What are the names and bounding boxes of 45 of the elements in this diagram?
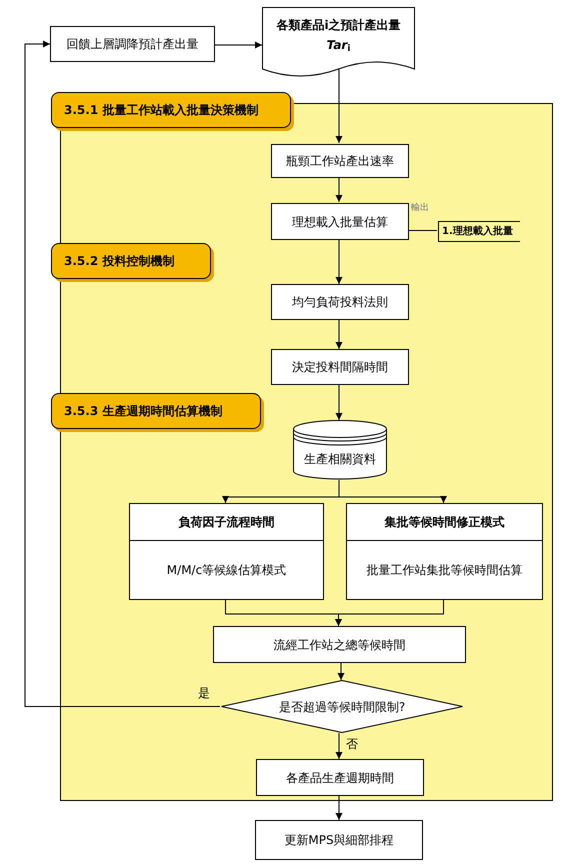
arrow xyxy=(336,384,342,420)
section-tab: 3.5.2 投料控制機制 xyxy=(51,243,211,279)
box-body: M/M/c等候線估算模式 xyxy=(166,562,286,579)
arrow xyxy=(338,480,447,504)
box-text: 理想載入批量估算 xyxy=(292,214,388,230)
annotation-text: 1.理想載入批量 xyxy=(442,224,513,239)
process-box xyxy=(271,203,409,240)
process-box xyxy=(346,503,543,600)
node-text: 生產相關資料 xyxy=(304,452,376,466)
box-body: 批量工作站集批等候時間估算 xyxy=(366,562,522,579)
arrow xyxy=(336,176,342,202)
arrow xyxy=(338,662,344,680)
process-box xyxy=(271,284,409,320)
arrow xyxy=(336,238,342,284)
document-text: 各類產品i之預計產出量 Tar$_{i}$ xyxy=(276,18,401,52)
box-text: 瓶頸工作站產出速率 xyxy=(286,153,394,170)
edge-label: 否 xyxy=(346,738,358,750)
process-box xyxy=(256,759,424,796)
edge-label: 輸出 xyxy=(411,204,429,213)
arrow xyxy=(336,796,342,820)
arrow xyxy=(336,732,342,760)
process-box xyxy=(50,26,215,62)
box-heading: 集批等候時間修正模式 xyxy=(384,514,504,531)
process-box xyxy=(129,503,324,600)
process-box xyxy=(271,349,409,385)
box-text: 更新MPS與細部排程 xyxy=(284,832,394,849)
process-box xyxy=(255,820,423,860)
edge-label: 是 xyxy=(198,687,210,699)
process-box xyxy=(213,626,466,663)
arrow xyxy=(336,68,342,144)
decision-text: 是否超過等候時間限制? xyxy=(278,698,406,716)
box-heading: 負荷因子流程時間 xyxy=(178,514,274,531)
box-text: 各產品生產週期時間 xyxy=(286,770,394,786)
annotation-bracket xyxy=(438,221,520,242)
arrow xyxy=(24,40,220,707)
section-tab: 3.5.1 批量工作站載入批量決策機制 xyxy=(51,92,291,128)
arrow xyxy=(336,320,342,350)
arrow xyxy=(214,42,262,48)
arrow xyxy=(335,600,444,626)
box-text: 流經工作站之總等候時間 xyxy=(274,636,406,654)
box-text: 決定投料間隔時間 xyxy=(292,359,388,376)
box-text: 均勻負荷投料法則 xyxy=(292,294,388,311)
process-box xyxy=(271,144,409,178)
section-tab: 3.5.3 生產週期時間估算機制 xyxy=(51,393,261,429)
box-text: 回饋上層調降預計產出量 xyxy=(66,36,198,53)
